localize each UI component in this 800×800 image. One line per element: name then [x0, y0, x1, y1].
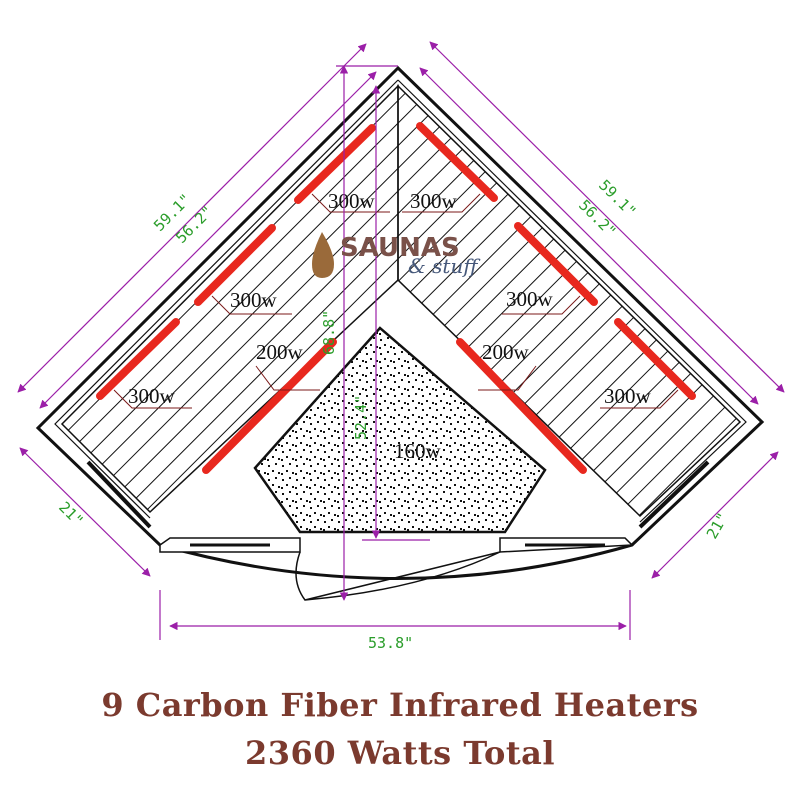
droplet-icon [312, 232, 334, 278]
dimension-depth-inner: 52.4" [352, 395, 370, 440]
dimension-front-width: 53.8" [368, 634, 413, 652]
heater-label: 300w [410, 189, 458, 213]
stone-heater-area [253, 326, 547, 534]
heater-label: 300w [128, 384, 176, 408]
heater-label: 300w [506, 287, 554, 311]
dimension-door-left: 21" [55, 498, 87, 530]
heater-label: 300w [328, 189, 376, 213]
heater-label: 160w [394, 439, 442, 463]
heater-label: 300w [604, 384, 652, 408]
title-heaters: 9 Carbon Fiber Infrared Heaters [101, 686, 699, 724]
door [295, 551, 501, 601]
svg-text:SAUNAS: SAUNAS [340, 233, 460, 263]
dimension-depth-outer: 68.8" [320, 310, 338, 355]
svg-text:& stuff: & stuff [408, 254, 481, 278]
saunas-and-stuff-logo: SAUNAS & stuff [312, 232, 481, 278]
dimension-door-right: 21" [703, 510, 732, 542]
title-watts: 2360 Watts Total [245, 734, 555, 772]
heater-label: 200w [256, 340, 304, 364]
heater-label: 200w [482, 340, 530, 364]
heater-label: 300w [230, 288, 278, 312]
front-panel [159, 537, 634, 553]
